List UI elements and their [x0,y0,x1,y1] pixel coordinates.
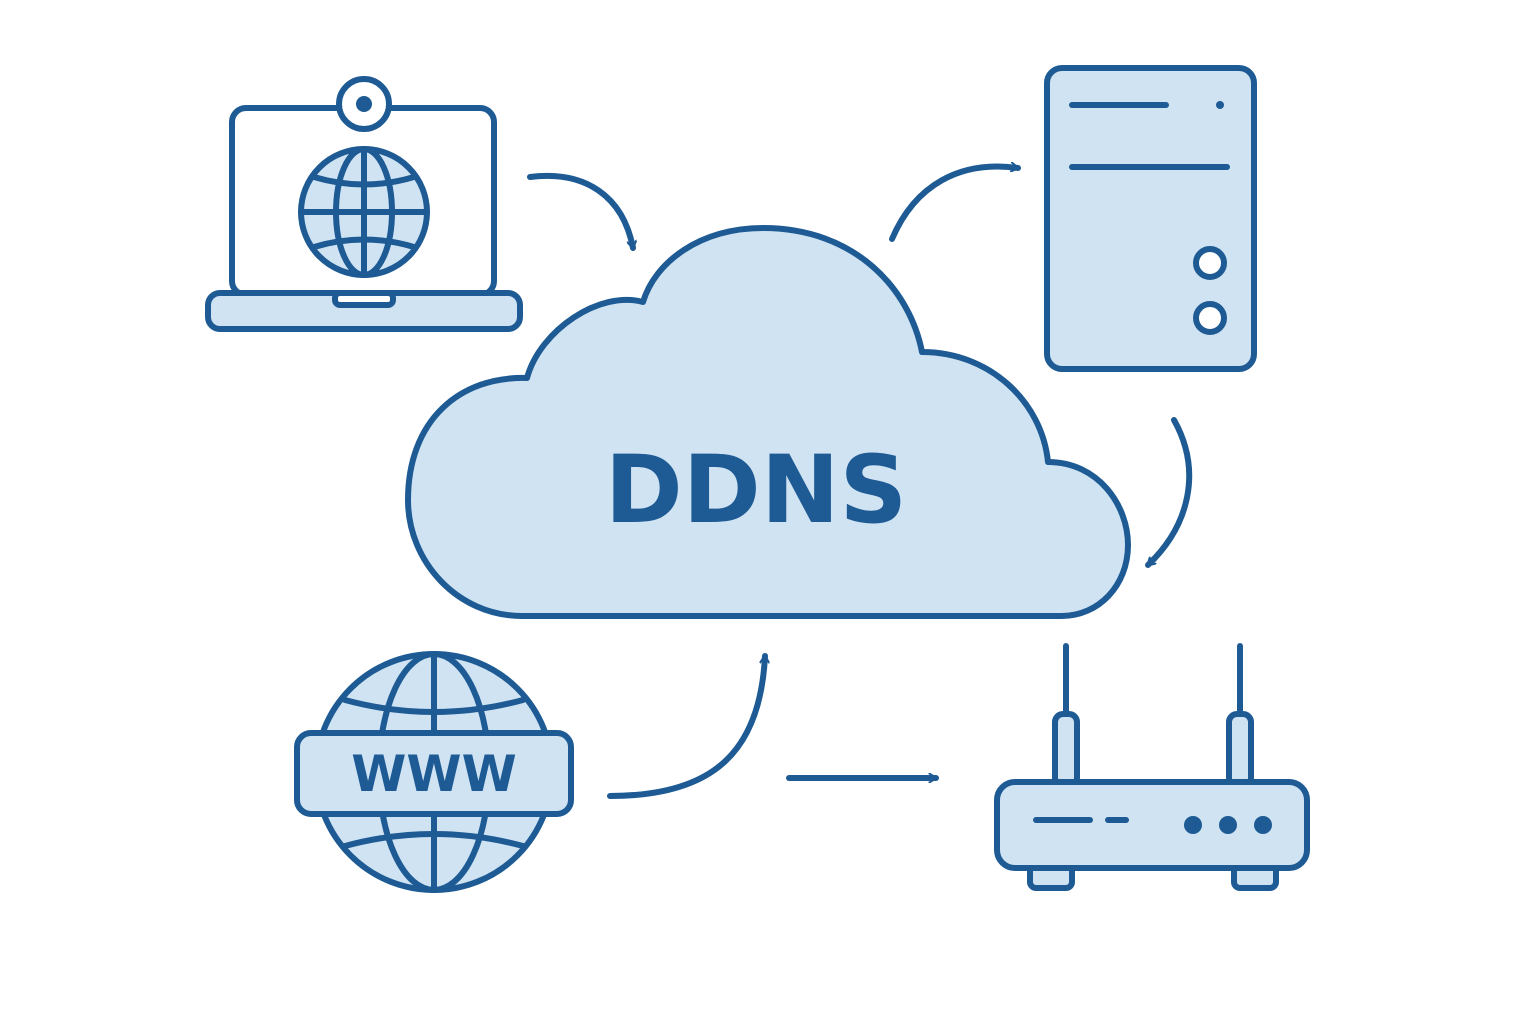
laptop-to-cloud-arrow [527,172,633,251]
laptop-globe-icon [205,76,523,332]
ddns-label: DDNS [605,436,907,545]
www-label: WWW [351,745,516,803]
www-globe-icon: WWW [294,651,574,893]
router-icon [994,643,1310,891]
cloud-icon: DDNS [405,225,1131,619]
server-tower-icon [1044,65,1257,372]
cloud-to-server-arrow [889,167,1021,242]
www-to-cloud-arrow [607,653,765,799]
server-to-router-arrow [1145,417,1193,568]
